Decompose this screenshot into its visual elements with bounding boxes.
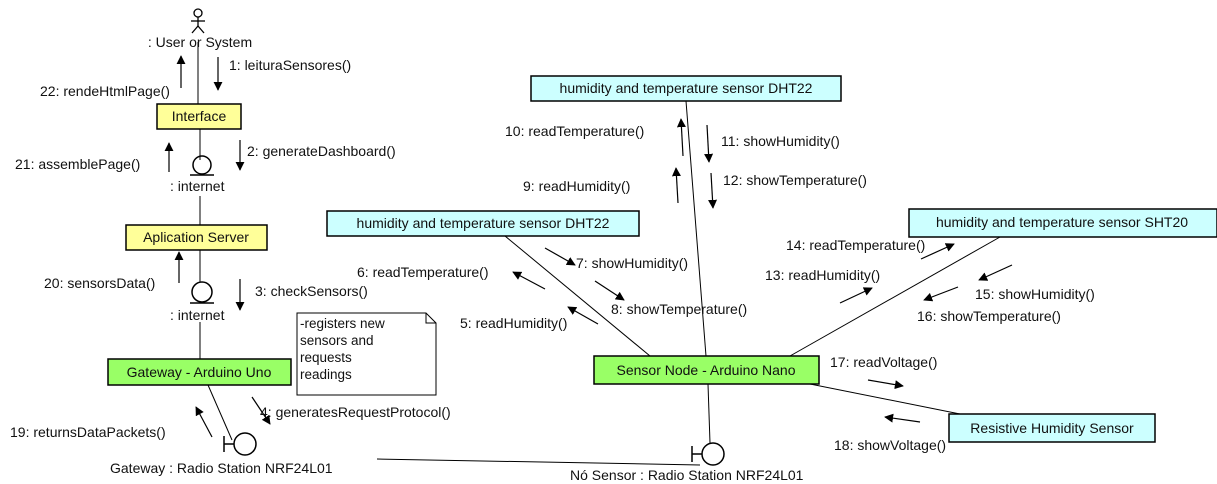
message-22: 22: rendeHtmlPage() — [40, 83, 170, 99]
note-line-2: sensors and — [300, 333, 374, 348]
message-15: 15: showHumidity() — [975, 286, 1095, 302]
arrow-13 — [839, 287, 873, 304]
note-shape — [296, 312, 437, 396]
message-19: 19: returnsDataPackets() — [10, 424, 166, 440]
object-resistive-sensor[interactable]: Resistive Humidity Sensor — [948, 413, 1156, 443]
message-18: 18: showVoltage() — [834, 437, 946, 453]
object-label: Interface — [172, 108, 227, 124]
message-arrows — [164, 55, 1013, 438]
note: -registers new sensors and requests read… — [296, 312, 437, 396]
message-16: 16: showTemperature() — [917, 308, 1061, 324]
object-label: Sensor Node - Arduino Nano — [617, 362, 796, 378]
arrow-7 — [544, 247, 576, 266]
message-14: 14: readTemperature() — [786, 237, 925, 253]
object-label: humidity and temperature sensor DHT22 — [560, 80, 813, 96]
arrow-17 — [867, 379, 904, 390]
arrow-8 — [594, 280, 625, 301]
arrow-5 — [567, 306, 599, 325]
link-gateway-radio — [207, 384, 233, 441]
message-9: 9: readHumidity() — [523, 178, 630, 194]
object-box — [125, 224, 268, 251]
link-radio-node — [707, 383, 711, 444]
object-label: humidity and temperature sensor DHT22 — [357, 215, 610, 231]
message-4: 4: generatesRequestProtocol() — [260, 404, 451, 420]
boundary-radio-gateway-label: Gateway : Radio Station NRF24L01 — [110, 460, 333, 476]
message-5: 5: readHumidity() — [460, 315, 567, 331]
object-dht22-top[interactable]: humidity and temperature sensor DHT22 — [530, 75, 842, 102]
object-box — [156, 103, 242, 130]
message-17: 17: readVoltage() — [830, 354, 937, 370]
arrow-19 — [195, 406, 213, 438]
arrow-6 — [512, 271, 546, 290]
boundary-radio-node-icon — [691, 442, 725, 466]
arrow-12 — [708, 172, 718, 209]
object-application-server[interactable]: Aplication Server — [125, 224, 268, 251]
message-6: 6: readTemperature() — [357, 264, 489, 280]
link-radio-radio — [376, 458, 701, 466]
arrow-11 — [704, 124, 714, 163]
arrow-18 — [884, 413, 921, 423]
actor-label: : User or System — [148, 34, 252, 50]
object-label: humidity and temperature sensor SHT20 — [936, 214, 1188, 230]
object-label: Gateway - Arduino Uno — [127, 364, 272, 380]
boundary-radio-gateway-icon — [223, 432, 257, 456]
boundary-internet-2-label: : internet — [170, 307, 225, 323]
message-8: 8: showTemperature() — [611, 301, 747, 317]
arrow-16 — [923, 286, 959, 302]
arrow-4 — [251, 396, 271, 425]
object-sht20[interactable]: humidity and temperature sensor SHT20 — [908, 208, 1217, 238]
link-node-sht20 — [789, 236, 1001, 357]
link-node-dht22top — [685, 100, 707, 357]
arrow-10 — [676, 118, 686, 157]
message-13: 13: readHumidity() — [765, 267, 880, 283]
actor-user-icon — [191, 8, 205, 34]
note-line-1: -registers new — [300, 316, 385, 331]
object-box — [908, 208, 1217, 238]
association-links — [197, 42, 1001, 466]
message-labels: 1: leituraSensores() 22: rendeHtmlPage()… — [10, 57, 1095, 453]
message-20: 20: sensorsData() — [44, 275, 155, 291]
message-10: 10: readTemperature() — [505, 123, 644, 139]
message-12: 12: showTemperature() — [723, 172, 867, 188]
object-box — [948, 413, 1156, 443]
message-3: 3: checkSensors() — [255, 283, 368, 299]
object-label: Resistive Humidity Sensor — [970, 420, 1134, 436]
arrow-14 — [920, 243, 955, 260]
boundary-internet-1-label: : internet — [170, 178, 225, 194]
object-box — [107, 358, 292, 386]
message-21: 21: assemblePage() — [15, 156, 140, 172]
note-line-3: requests — [300, 350, 352, 365]
object-box — [530, 75, 842, 102]
boundary-internet-1-icon — [190, 155, 214, 176]
message-7: 7: showHumidity() — [576, 255, 688, 271]
boundary-radio-node-label: Nó Sensor : Radio Station NRF24L01 — [570, 467, 804, 483]
object-sensor-node[interactable]: Sensor Node - Arduino Nano — [593, 355, 820, 385]
boundary-internet-2-icon — [190, 281, 214, 304]
object-gateway[interactable]: Gateway - Arduino Uno — [107, 358, 292, 386]
message-1: 1: leituraSensores() — [229, 57, 351, 73]
object-label: Aplication Server — [143, 229, 249, 245]
object-box — [593, 355, 820, 385]
object-box — [326, 210, 640, 237]
arrow-15 — [978, 264, 1013, 281]
message-11: 11: showHumidity() — [721, 133, 840, 149]
link-node-dht22left — [504, 235, 651, 357]
link-node-resistive — [789, 379, 961, 415]
arrow-9 — [671, 167, 681, 204]
message-2: 2: generateDashboard() — [247, 143, 396, 159]
object-dht22-left[interactable]: humidity and temperature sensor DHT22 — [326, 210, 640, 237]
note-line-4: readings — [300, 367, 352, 382]
object-interface[interactable]: Interface — [156, 103, 242, 130]
